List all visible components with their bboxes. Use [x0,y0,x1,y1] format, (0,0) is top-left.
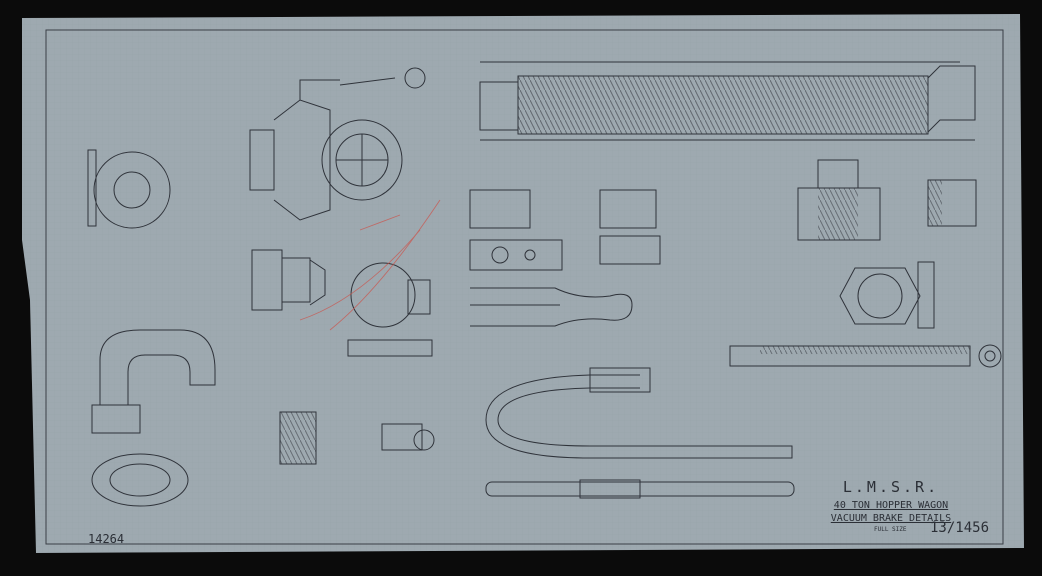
scale-note: FULL SIZE [874,526,907,533]
small-fittings [279,411,435,465]
title-block: L.M.S.R. 40 TON HOPPER WAGON VACUUM BRAK… [796,478,986,524]
tee-piece [797,159,881,241]
archive-number: 14264 [88,532,125,546]
drawing-title-line2: VACUUM BRAKE DETAILS [830,513,952,524]
coupling-section [251,249,326,311]
flexible-hose [479,61,976,141]
hose-rubber-pad [87,149,171,229]
vertical-pipe [485,367,795,499]
company-name: L.M.S.R. [842,478,940,496]
hex-nut [839,261,935,329]
border-frame [45,29,1004,545]
bend-pipe [91,329,216,507]
red-pencil-marks [299,199,441,331]
drawing-number: 13/1456 [930,520,990,536]
hose-clip [347,262,433,357]
hose-coupling [249,67,426,221]
main-pipe [729,344,1002,368]
drawing-title-line1: 40 TON HOPPER WAGON [833,500,949,511]
socket [927,179,977,227]
pipe-bracket [469,189,661,327]
